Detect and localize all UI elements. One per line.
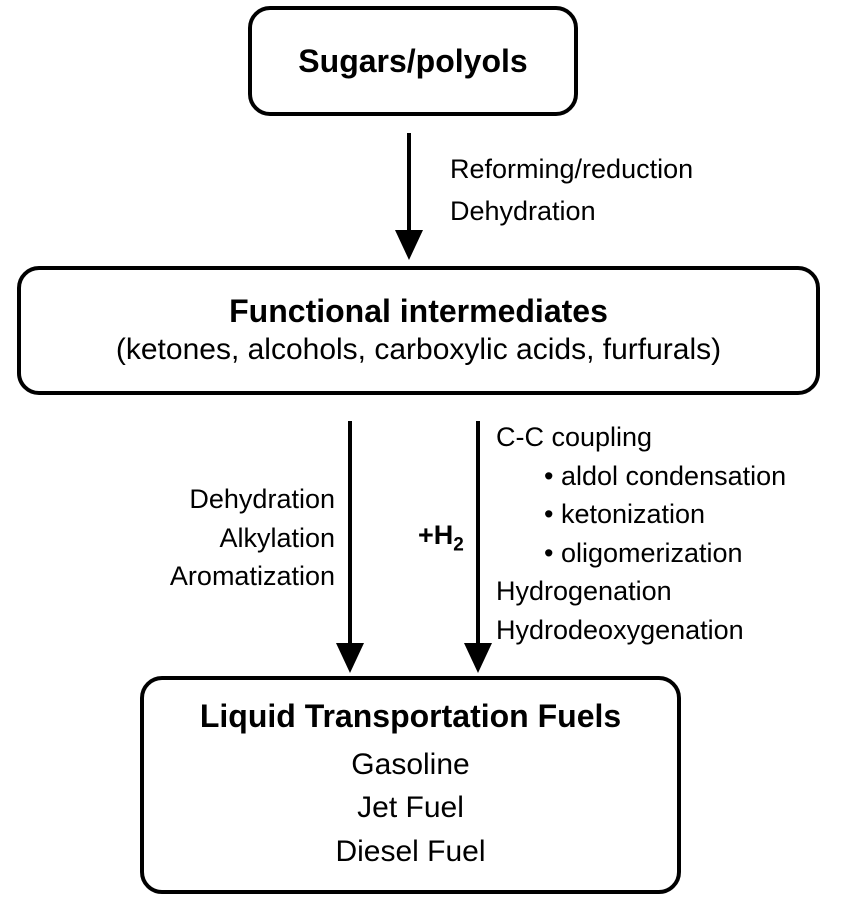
top-arrow-label: Reforming/reduction Dehydration <box>450 148 693 232</box>
hydrodeoxygenation-step: Hydrodeoxygenation <box>496 614 744 645</box>
functional-intermediates-title: Functional intermediates <box>229 292 608 329</box>
aromatization-step: Aromatization <box>169 561 335 591</box>
right-arrow-label: C-C coupling • aldol condensation • keto… <box>496 418 786 649</box>
reforming-reduction-label: Reforming/reduction <box>450 154 694 184</box>
dehydration-label: Dehydration <box>450 196 596 226</box>
aldol-condensation-step: • aldol condensation <box>544 460 787 491</box>
hydrogen-input-label: +H2 <box>418 520 464 556</box>
cc-coupling-step: C-C coupling <box>496 422 653 452</box>
ketonization-step: • ketonization <box>544 499 706 529</box>
gasoline-item: Gasoline <box>351 747 470 781</box>
alkylation-step: Alkylation <box>219 522 335 553</box>
left-arrow-label: Dehydration Alkylation Aromatization <box>170 480 335 596</box>
functional-intermediates-box: Functional intermediates (ketones, alcoh… <box>17 266 820 395</box>
arrow-sugars-to-intermediates <box>395 133 423 260</box>
arrow-left-intermediates-to-fuels <box>336 421 364 673</box>
oligomerization-step: • oligomerization <box>544 537 743 568</box>
hydrogenation-step: Hydrogenation <box>496 576 672 606</box>
jet-fuel-item: Jet Fuel <box>357 791 464 825</box>
liquid-transportation-fuels-box: Liquid Transportation Fuels Gasoline Jet… <box>140 676 681 894</box>
arrow-right-intermediates-to-fuels <box>464 421 492 673</box>
sugars-polyols-title: Sugars/polyols <box>298 42 528 79</box>
diesel-fuel-item: Diesel Fuel <box>335 834 486 868</box>
functional-intermediates-subtitle: (ketones, alcohols, carboxylic acids, fu… <box>115 333 722 367</box>
sugars-polyols-box: Sugars/polyols <box>248 6 578 116</box>
liquid-transportation-fuels-title: Liquid Transportation Fuels <box>199 697 622 734</box>
dehydration-step: Dehydration <box>189 484 335 514</box>
